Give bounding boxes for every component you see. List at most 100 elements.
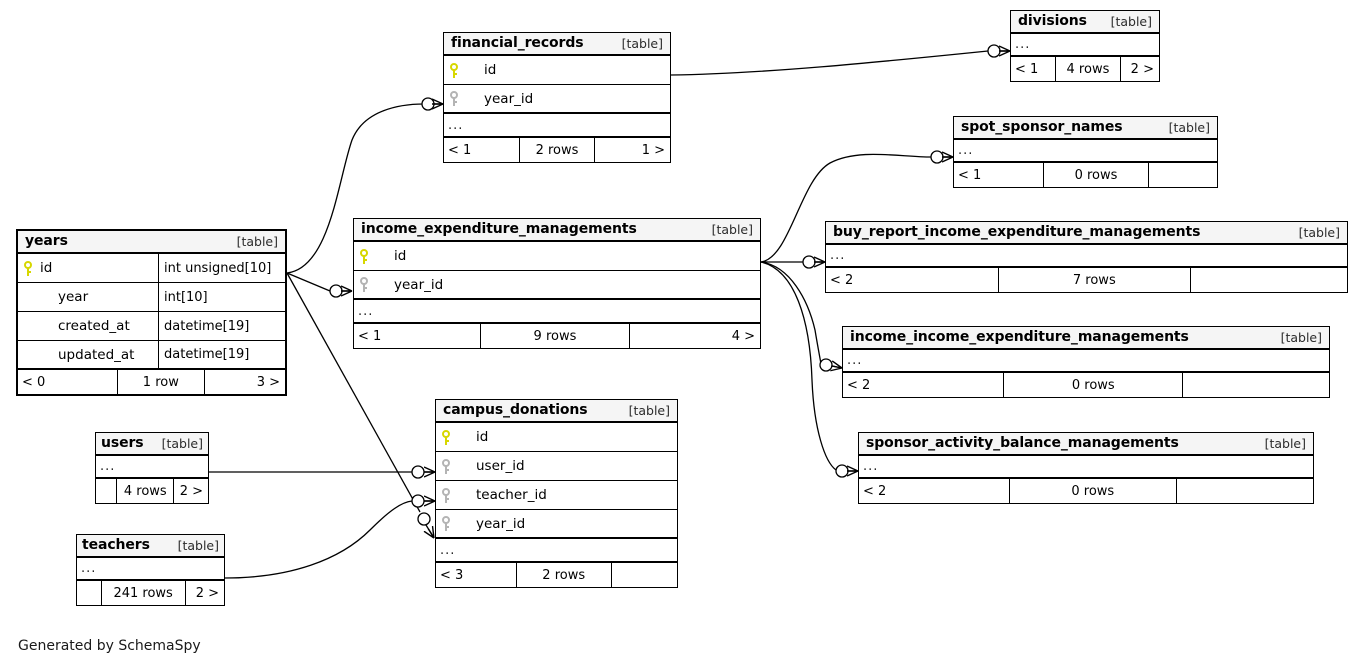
column-row[interactable]: id (354, 242, 760, 271)
table-campus_donations[interactable]: campus_donations [table] id user_id teac… (435, 399, 678, 588)
column-row[interactable]: id (444, 56, 670, 85)
column-row[interactable]: year int[10] (18, 283, 285, 312)
table-title: buy_report_income_expenditure_management… (833, 224, 1201, 240)
column-name: year_id (484, 90, 534, 107)
column-row[interactable]: user_id (436, 452, 677, 481)
table-sponsor_activity_balance_managements[interactable]: sponsor_activity_balance_managements [ta… (858, 432, 1314, 504)
children-count[interactable]: 2 > (179, 483, 203, 499)
children-count[interactable] (1183, 373, 1329, 397)
more-columns-ellipsis: ... (77, 558, 224, 581)
column-row[interactable]: year_id (444, 85, 670, 114)
table-type-tag: [table] (1264, 435, 1306, 451)
parents-count[interactable]: < 2 (863, 483, 887, 499)
children-count[interactable]: 1 > (641, 142, 665, 158)
table-income_income_expenditure_managements[interactable]: income_income_expenditure_managements [t… (842, 326, 1330, 398)
table-type-tag: [table] (161, 435, 203, 451)
column-name: created_at (58, 318, 130, 334)
table-income_expenditure_managements[interactable]: income_expenditure_managements [table] i… (353, 218, 761, 349)
column-name: id (40, 260, 53, 276)
table-spot_sponsor_names[interactable]: spot_sponsor_names [table] ... < 1 0 row… (953, 116, 1218, 188)
edge-years-income_expenditure (286, 272, 331, 292)
table-title: divisions (1018, 13, 1087, 29)
table-title: income_expenditure_managements (361, 221, 637, 237)
column-name: year_id (476, 515, 526, 532)
children-count[interactable] (1177, 479, 1313, 503)
table-title: campus_donations (443, 402, 588, 418)
column-row[interactable]: year_id (354, 271, 760, 300)
table-header: teachers [table] (77, 535, 224, 558)
table-users[interactable]: users [table] ... 4 rows 2 > (95, 432, 209, 504)
row-count: 2 rows (518, 138, 596, 162)
column-row[interactable]: created_at datetime[19] (18, 312, 285, 341)
column-name: id (476, 429, 489, 445)
table-footer: < 1 9 rows 4 > (354, 324, 760, 348)
column-row[interactable]: teacher_id (436, 481, 677, 510)
table-header: buy_report_income_expenditure_management… (826, 222, 1347, 245)
column-type: int unsigned[10] (158, 254, 285, 282)
column-name: teacher_id (476, 487, 547, 503)
more-columns-ellipsis: ... (843, 350, 1329, 373)
row-count: 4 rows (1055, 57, 1121, 81)
edge-financial_records-divisions (670, 50, 989, 76)
table-footer: < 1 4 rows 2 > (1011, 57, 1159, 81)
children-count[interactable] (1149, 163, 1217, 187)
table-footer: 241 rows 2 > (77, 581, 224, 605)
column-name: updated_at (58, 346, 135, 363)
table-footer: < 3 2 rows (436, 563, 677, 587)
foreign-key-icon (441, 458, 452, 474)
parents-count[interactable]: < 2 (847, 377, 871, 393)
table-title: years (25, 233, 68, 249)
row-count: 241 rows (100, 581, 186, 605)
column-type: datetime[19] (158, 312, 285, 340)
column-name: year (58, 289, 89, 305)
parents-count[interactable] (77, 581, 101, 605)
table-buy_report_income_expenditure_managements[interactable]: buy_report_income_expenditure_management… (825, 221, 1348, 293)
table-footer: < 1 0 rows (954, 163, 1217, 187)
children-count[interactable]: 2 > (195, 585, 219, 601)
table-header: users [table] (96, 433, 208, 456)
row-count: 9 rows (479, 324, 631, 348)
more-columns-ellipsis: ... (96, 456, 208, 479)
table-teachers[interactable]: teachers [table] ... 241 rows 2 > (76, 534, 225, 606)
table-financial_records[interactable]: financial_records [table] id year_id ...… (443, 32, 671, 163)
column-row[interactable]: id int unsigned[10] (18, 254, 285, 283)
table-type-tag: [table] (628, 402, 670, 418)
row-count: 0 rows (1008, 479, 1177, 503)
table-title: users (101, 435, 144, 451)
parents-count[interactable]: < 1 (958, 167, 982, 183)
children-count[interactable]: 4 > (731, 328, 755, 344)
more-columns-ellipsis: ... (1011, 34, 1159, 57)
more-columns-ellipsis: ... (444, 114, 670, 138)
foreign-key-icon (359, 277, 370, 292)
table-header: campus_donations [table] (436, 400, 677, 423)
table-type-tag: [table] (1168, 119, 1210, 135)
children-count[interactable] (612, 563, 677, 587)
table-title: teachers (82, 537, 150, 553)
row-count: 7 rows (997, 268, 1191, 292)
table-divisions[interactable]: divisions [table] ... < 1 4 rows 2 > (1010, 10, 1160, 82)
column-row[interactable]: id (436, 423, 677, 452)
row-count: 2 rows (515, 563, 612, 587)
column-row[interactable]: year_id (436, 510, 677, 539)
parents-count[interactable]: < 1 (358, 328, 382, 344)
column-row[interactable]: updated_at datetime[19] (18, 341, 285, 370)
row-count: 0 rows (1043, 163, 1149, 187)
table-years[interactable]: years [table] id int unsigned[10] year i… (16, 229, 287, 396)
primary-key-icon (23, 260, 34, 276)
children-count[interactable]: 2 > (1130, 61, 1154, 77)
children-count[interactable]: 3 > (256, 374, 280, 390)
parents-count[interactable]: < 1 (448, 142, 472, 158)
parents-count[interactable] (96, 479, 116, 503)
table-header: sponsor_activity_balance_managements [ta… (859, 433, 1313, 456)
parents-count[interactable]: < 0 (22, 374, 46, 390)
column-name: id (484, 62, 497, 78)
foreign-key-icon (441, 487, 452, 503)
children-count[interactable] (1191, 268, 1347, 292)
parents-count[interactable]: < 2 (830, 272, 854, 288)
generated-by-note: Generated by SchemaSpy (18, 638, 201, 654)
parents-count[interactable]: < 3 (440, 567, 464, 583)
table-type-tag: [table] (621, 35, 663, 51)
more-columns-ellipsis: ... (954, 140, 1217, 163)
parents-count[interactable]: < 1 (1015, 61, 1039, 77)
